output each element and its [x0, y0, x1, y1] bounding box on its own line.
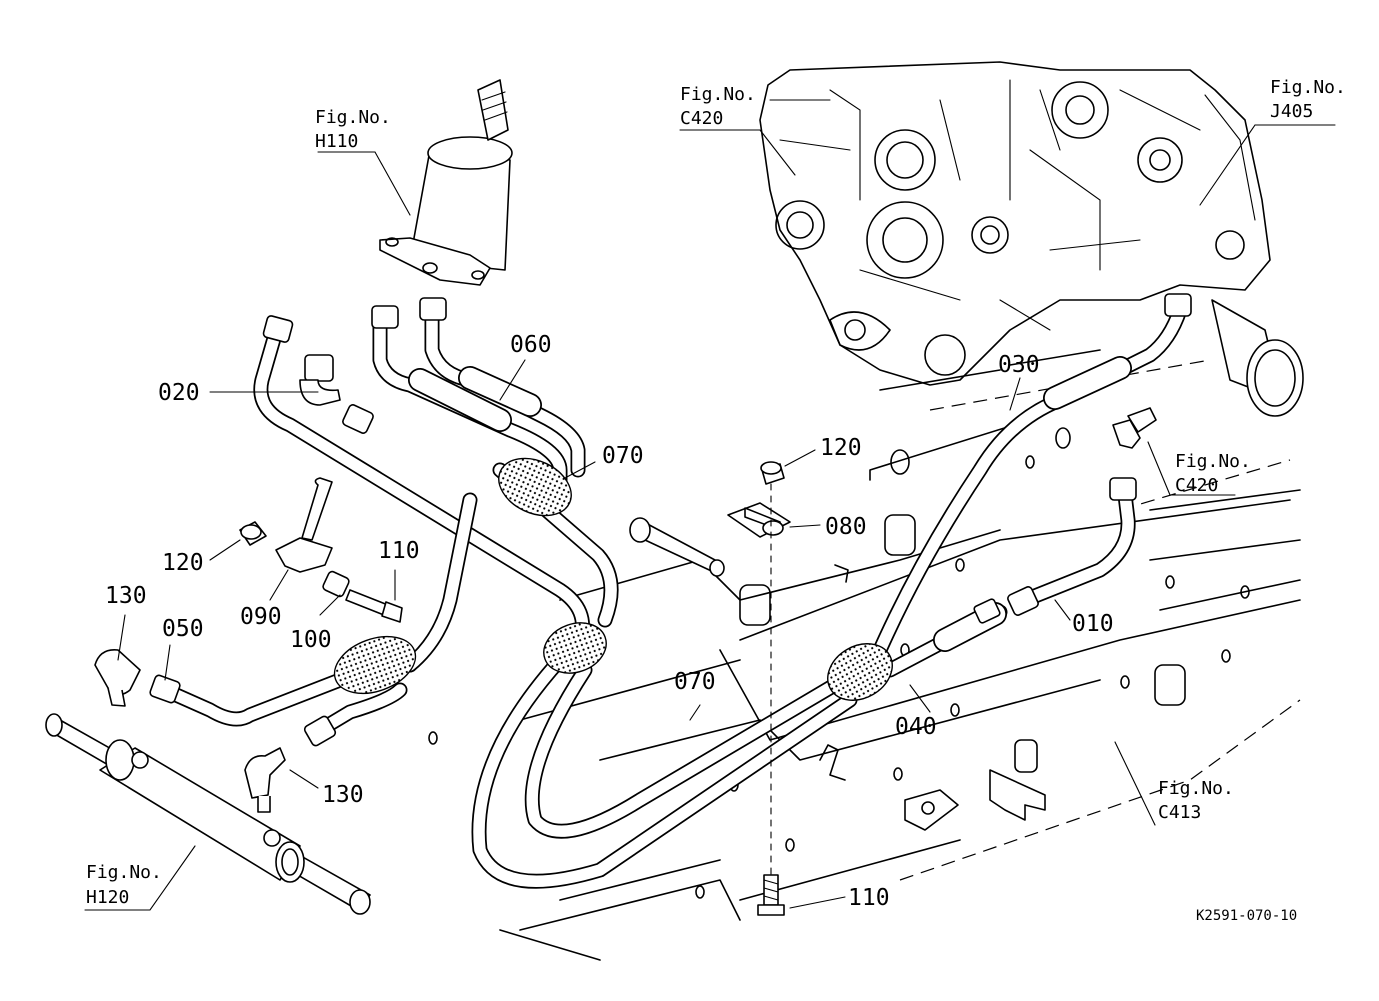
part-label-060: 060 — [510, 332, 552, 358]
fig-ref-c420-right-prefix: Fig.No. — [1175, 451, 1251, 472]
drawing-code: K2591-070-10 — [1196, 908, 1297, 924]
fig-ref-c420-right-code: C420 — [1175, 475, 1218, 496]
fig-ref-c420-top-code: C420 — [680, 108, 723, 129]
fig-ref-h110-prefix: Fig.No. — [315, 107, 391, 128]
fig-ref-h120-prefix: Fig.No. — [86, 862, 162, 883]
leader-lines — [84, 124, 1336, 911]
part-label-120-center: 120 — [820, 435, 862, 461]
figure-references: Fig.No. H110 Fig.No. C420 Fig.No. J405 F… — [86, 77, 1346, 908]
part-label-030: 030 — [998, 352, 1040, 378]
fig-ref-h120-code: H120 — [86, 887, 129, 908]
part-label-110-left: 110 — [378, 538, 420, 564]
part-label-050: 050 — [162, 616, 204, 642]
part-label-010: 010 — [1072, 611, 1114, 637]
part-label-020: 020 — [158, 380, 200, 406]
clamp-assembly — [727, 461, 791, 916]
fig-ref-c413-prefix: Fig.No. — [1158, 778, 1234, 799]
part-label-100: 100 — [290, 627, 332, 653]
fig-ref-h110-code: H110 — [315, 131, 358, 152]
hose-assemblies — [94, 293, 1192, 889]
part-label-130-lower: 130 — [322, 782, 364, 808]
fig-ref-c420-top-prefix: Fig.No. — [680, 84, 756, 105]
fig-ref-j405-code: J405 — [1270, 101, 1313, 122]
part-label-070-lower: 070 — [674, 669, 716, 695]
part-label-090: 090 — [240, 604, 282, 630]
power-steering-unit — [379, 79, 513, 286]
left-bracket-assembly — [239, 477, 403, 623]
part-label-070-upper: 070 — [602, 443, 644, 469]
part-label-110-bottom: 110 — [848, 885, 890, 911]
engine-block — [759, 61, 1304, 417]
part-label-080: 080 — [825, 514, 867, 540]
fig-ref-c413-code: C413 — [1158, 802, 1201, 823]
part-label-120-left: 120 — [162, 550, 204, 576]
part-label-130-upper: 130 — [105, 583, 147, 609]
fig-ref-j405-prefix: Fig.No. — [1270, 77, 1346, 98]
part-labels: 020 060 070 030 120 080 010 070 040 110 … — [105, 332, 1114, 911]
part-label-040: 040 — [895, 714, 937, 740]
steering-cylinder — [45, 713, 371, 915]
